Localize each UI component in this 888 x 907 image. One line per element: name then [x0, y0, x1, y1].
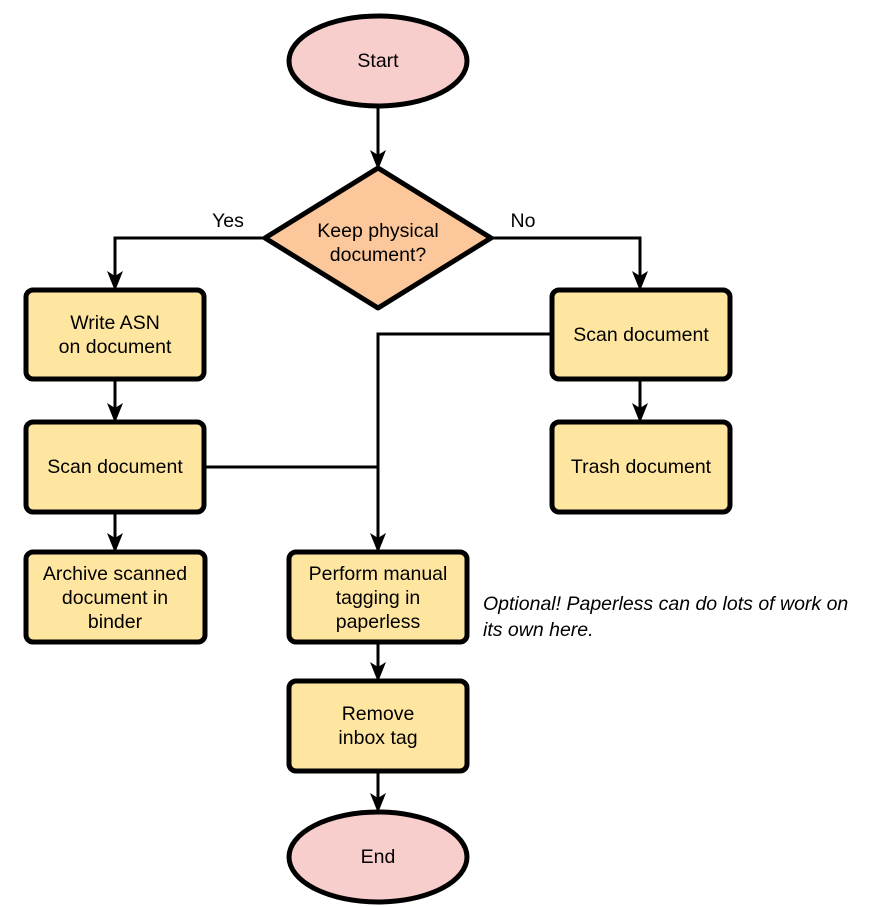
- edge-scan-left-to-archive: [107, 512, 123, 553]
- edge-line: [376, 332, 552, 540]
- edge-line: [491, 236, 642, 278]
- edge-scan-right-to-trash: [632, 379, 648, 423]
- write-asn-rect[interactable]: [23, 287, 207, 382]
- node-scan-document-right[interactable]: Scan document: [549, 287, 733, 382]
- edge-remove-inbox-to-end: [370, 771, 386, 813]
- perform-tagging-label-line3: paperless: [336, 611, 421, 633]
- write-asn-label-line1: Write ASN: [70, 312, 160, 334]
- trash-document-label: Trash document: [571, 456, 712, 478]
- arrowhead-icon: [107, 403, 123, 423]
- remove-inbox-tag-label-line1: Remove: [342, 703, 415, 725]
- node-archive-scanned-document-in-binder[interactable]: Archive scanned document in binder: [23, 549, 208, 645]
- edge-label-yes: Yes: [212, 210, 244, 232]
- write-asn-label-line2: on document: [59, 336, 172, 358]
- archive-label-line1: Archive scanned: [43, 563, 187, 585]
- arrowhead-icon: [107, 533, 123, 553]
- edge-decision-to-write-asn: [107, 236, 265, 291]
- end-label: End: [361, 846, 396, 868]
- node-start[interactable]: Start: [286, 13, 470, 109]
- decision-label-line2: document?: [330, 244, 427, 266]
- edge-decision-to-scan-right: [491, 236, 648, 291]
- edge-write-asn-to-scan-left: [107, 379, 123, 423]
- annotation-optional-note: Optional! Paperless can do lots of work …: [483, 593, 848, 641]
- remove-inbox-tag-label-line2: inbox tag: [338, 727, 417, 749]
- scan-document-right-rect[interactable]: [549, 287, 733, 382]
- node-keep-physical-document[interactable]: Keep physical document?: [262, 165, 494, 311]
- node-end[interactable]: End: [286, 809, 470, 905]
- optional-note-line2: its own here.: [483, 619, 594, 641]
- node-perform-manual-tagging-in-paperless[interactable]: Perform manual tagging in paperless: [286, 549, 470, 645]
- arrowhead-icon: [632, 271, 648, 291]
- edge-label-no: No: [511, 210, 536, 232]
- start-ellipse[interactable]: [286, 13, 470, 109]
- arrowhead-icon: [107, 271, 123, 291]
- arrowhead-icon: [370, 662, 386, 682]
- perform-tagging-label-line1: Perform manual: [309, 563, 448, 585]
- node-scan-document-left[interactable]: Scan document: [23, 419, 207, 515]
- end-ellipse[interactable]: [286, 809, 470, 905]
- scan-document-right-label: Scan document: [573, 324, 709, 346]
- arrowhead-icon: [370, 150, 386, 170]
- edge-tagging-to-remove-inbox: [370, 642, 386, 682]
- archive-rect[interactable]: [23, 549, 208, 645]
- edge-scan-right-to-tagging: [370, 332, 552, 553]
- node-trash-document[interactable]: Trash document: [549, 419, 733, 515]
- scan-document-left-rect[interactable]: [23, 419, 207, 515]
- trash-document-rect[interactable]: [549, 419, 733, 515]
- edge-start-to-decision: [370, 106, 386, 170]
- start-label: Start: [357, 50, 399, 72]
- arrowhead-icon: [632, 403, 648, 423]
- arrowhead-icon: [370, 793, 386, 813]
- node-write-asn-on-document[interactable]: Write ASN on document: [23, 287, 207, 382]
- perform-tagging-rect[interactable]: [286, 549, 470, 645]
- decision-diamond[interactable]: [262, 165, 494, 311]
- archive-label-line2: document in: [62, 587, 168, 609]
- arrowhead-icon: [370, 533, 386, 553]
- remove-inbox-tag-rect[interactable]: [286, 678, 470, 774]
- optional-note-line1: Optional! Paperless can do lots of work …: [483, 593, 848, 615]
- scan-document-left-label: Scan document: [47, 456, 183, 478]
- node-remove-inbox-tag[interactable]: Remove inbox tag: [286, 678, 470, 774]
- decision-label-line1: Keep physical: [317, 220, 438, 242]
- edge-line: [113, 236, 265, 278]
- perform-tagging-label-line2: tagging in: [336, 587, 421, 609]
- archive-label-line3: binder: [88, 611, 143, 633]
